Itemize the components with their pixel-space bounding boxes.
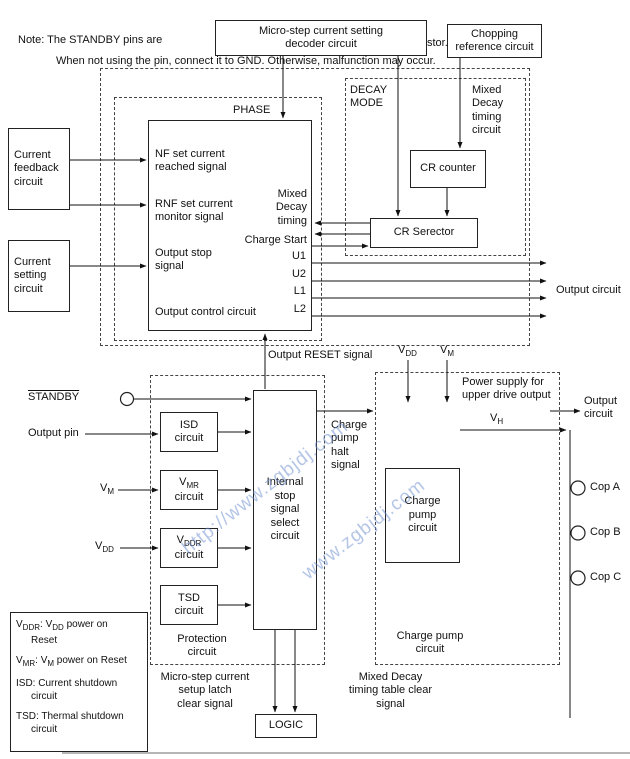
output-reset-label: Output RESET signal bbox=[268, 349, 373, 361]
mixed-decay-circuit-label: Mixed Decay timing circuit bbox=[472, 84, 504, 137]
note-line1-tail: stor. bbox=[427, 37, 448, 49]
nf-signal-label: NF set current reached signal bbox=[155, 148, 227, 174]
l1-label: L1 bbox=[293, 285, 306, 297]
legend-box: VDDR: VDD power on Reset VMR: VM power o… bbox=[10, 612, 148, 752]
output-stop-label: Output stop signal bbox=[155, 247, 212, 273]
tsd-circuit-box: TSD circuit bbox=[160, 585, 218, 625]
l2-label: L2 bbox=[293, 303, 306, 315]
legend-tsd-line1: TSD: Thermal shutdown bbox=[16, 711, 124, 722]
protection-caption: Protection circuit bbox=[177, 633, 227, 659]
logic-box: LOGIC bbox=[255, 714, 317, 738]
charge-pump-box: Charge pump circuit bbox=[385, 468, 460, 563]
standby-label: STANDBY bbox=[28, 391, 80, 403]
protection-frame bbox=[150, 375, 325, 665]
standby-terminal bbox=[119, 391, 135, 407]
vdd-top-label: VDD bbox=[398, 344, 417, 359]
charge-start-label: Charge Start bbox=[244, 234, 307, 246]
u1-label: U1 bbox=[291, 250, 306, 262]
vdd-input-label: VDD bbox=[95, 540, 114, 555]
u2-label: U2 bbox=[291, 268, 306, 280]
microstep-decoder-box: Micro-step current setting decoder circu… bbox=[215, 20, 427, 56]
phase-title: PHASE bbox=[233, 104, 271, 116]
output-pin-label: Output pin bbox=[28, 427, 79, 439]
output-control-box bbox=[148, 120, 312, 331]
legend-vddr-line2: Reset bbox=[31, 635, 58, 646]
cr-counter-box: CR counter bbox=[410, 150, 486, 188]
legend-isd-line1: ISD: Current shutdown bbox=[16, 678, 118, 689]
cop-c-terminal bbox=[570, 570, 586, 586]
output-circuit-upper-label: Output circuit bbox=[556, 284, 621, 296]
page-edge-line bbox=[62, 752, 630, 754]
output-control-label: Output control circuit bbox=[155, 306, 256, 318]
cop-c-label: Cop C bbox=[590, 571, 622, 583]
legend-tsd-line2: circuit bbox=[31, 724, 58, 735]
vm-input-label: VM bbox=[100, 482, 115, 497]
charge-pump-frame bbox=[375, 372, 560, 665]
rnf-signal-label: RNF set current monitor signal bbox=[155, 198, 233, 224]
cop-b-label: Cop B bbox=[590, 526, 621, 538]
legend-isd-line2: circuit bbox=[31, 691, 58, 702]
outer-dashed-frame bbox=[100, 68, 530, 346]
power-supply-label: Power supply for upper drive output bbox=[462, 376, 551, 402]
legend-vmr-line: VMR: VM power on Reset bbox=[16, 655, 127, 668]
vm-top-label: VM bbox=[440, 344, 455, 359]
current-setting-box: Current setting circuit bbox=[8, 240, 70, 312]
mixed-decay-clear-label: Mixed Decay timing table clear signal bbox=[348, 671, 433, 710]
internal-stop-select-box: Internal stop signal select circuit bbox=[253, 390, 317, 630]
microstep-clear-label: Micro-step current setup latch clear sig… bbox=[160, 671, 250, 710]
note-line1: Note: The STANDBY pins are bbox=[18, 34, 163, 46]
cop-b-terminal bbox=[570, 525, 586, 541]
cr-serector-box: CR Serector bbox=[370, 218, 478, 248]
decay-mode-frame bbox=[345, 78, 526, 256]
charge-pump-caption: Charge pump circuit bbox=[396, 630, 464, 656]
vh-label: VH bbox=[490, 412, 504, 427]
decay-mode-title: DECAY MODE bbox=[350, 84, 388, 110]
phase-dashed-frame bbox=[114, 97, 322, 341]
isd-circuit-box: ISD circuit bbox=[160, 412, 218, 452]
cop-a-terminal bbox=[570, 480, 586, 496]
current-feedback-box: Current feedback circuit bbox=[8, 128, 70, 210]
output-circuit-right-label: Output circuit bbox=[584, 395, 618, 421]
legend-vddr-line1: VDDR: VDD power on bbox=[16, 619, 108, 632]
mixed-decay-timing-label: Mixed Decay timing bbox=[275, 188, 307, 227]
cop-a-label: Cop A bbox=[590, 481, 620, 493]
chopping-reference-box: Chopping reference circuit bbox=[447, 24, 542, 58]
charge-pump-halt-label: Charge pump halt signal bbox=[331, 419, 368, 472]
note-line2: When not using the pin, connect it to GN… bbox=[56, 55, 436, 67]
